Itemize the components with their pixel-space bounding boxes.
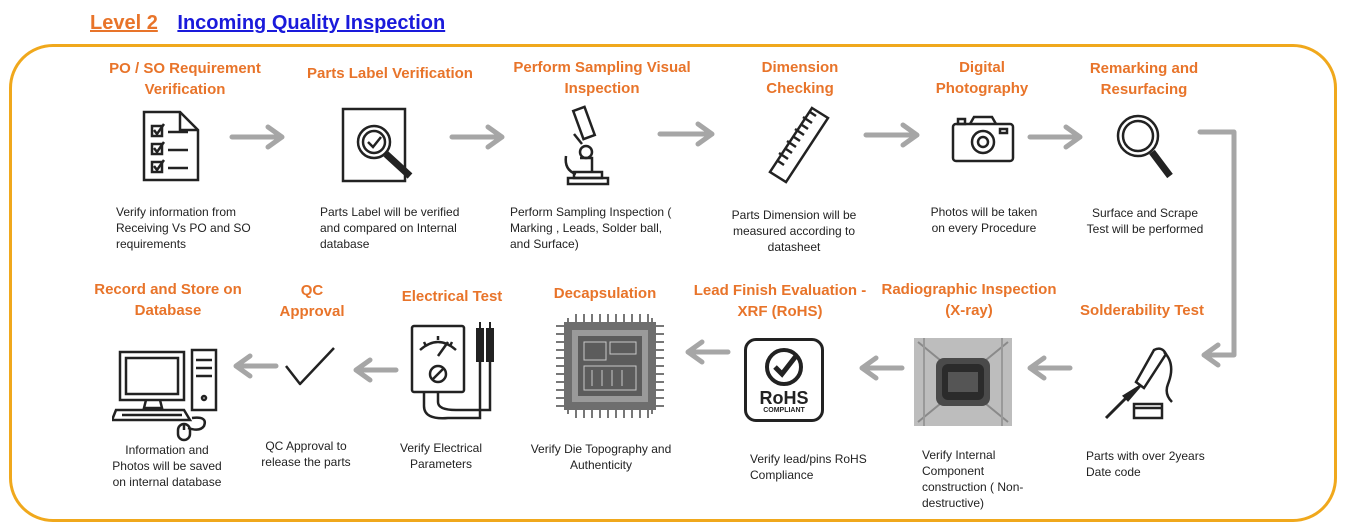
step-desc-po-so-verification: Verify information from Receiving Vs PO … <box>116 205 251 251</box>
step-title-dimension-checking: Dimension Checking <box>761 59 839 97</box>
step-desc-dimension-checking: Parts Dimension will be measured accordi… <box>731 208 857 254</box>
step-title-po-so-verification: PO / SO Requirement Verification <box>109 60 261 98</box>
step-title-remarking-resurfacing: Remarking and Resurfacing <box>1089 60 1199 98</box>
level-label: Level 2 <box>90 12 158 34</box>
step-title-electrical-test: Electrical Test <box>401 288 503 305</box>
flow-arrow <box>657 121 715 147</box>
step-desc-electrical-test: Verify Electrical Parameters <box>399 441 483 471</box>
magnifier-icon <box>1116 114 1173 179</box>
checkmark-icon <box>285 347 335 386</box>
step-desc-decapsulation: Verify Die Topography and Authenticity <box>530 442 672 472</box>
ruler-icon <box>768 106 830 184</box>
camera-icon <box>951 115 1015 163</box>
step-desc-record-store: Information and Photos will be saved on … <box>112 443 222 489</box>
checklist-icon <box>142 110 200 182</box>
flow-arrow <box>353 357 399 383</box>
rohs-label: RoHS <box>759 388 809 408</box>
step-desc-sampling-visual: Perform Sampling Inspection ( Marking , … <box>510 205 672 251</box>
label-magnifier-icon <box>341 107 413 183</box>
computer-icon <box>112 348 218 442</box>
step-title-sampling-visual: Perform Sampling Visual Inspection <box>513 59 691 97</box>
step-title-record-store: Record and Store on Database <box>94 281 242 319</box>
flow-arrow <box>233 353 279 379</box>
flow-arrow <box>1197 129 1237 368</box>
step-desc-lead-finish: Verify lead/pins RoHS Compliance <box>750 452 867 482</box>
step-desc-qc-approval: QC Approval to release the parts <box>261 439 351 469</box>
rohs-badge-icon: RoHS COMPLIANT <box>744 338 824 422</box>
step-title-radiographic: Radiographic Inspection (X-ray) <box>881 281 1057 319</box>
page-title: Incoming Quality Inspection <box>177 12 446 34</box>
soldering-iron-icon <box>1104 347 1173 420</box>
check-circle-icon <box>765 348 803 386</box>
page-header: Level 2 Incoming Quality Inspection <box>90 12 445 35</box>
compliant-label: COMPLIANT <box>763 407 805 414</box>
flow-arrow <box>1027 355 1073 381</box>
flow-arrow <box>859 355 905 381</box>
flow-arrow <box>863 122 920 148</box>
step-title-decapsulation: Decapsulation <box>553 285 657 302</box>
step-title-parts-label: Parts Label Verification <box>307 65 473 82</box>
flow-arrow <box>229 124 285 150</box>
step-desc-solderability: Parts with over 2years Date code <box>1086 449 1205 479</box>
xray-chip-icon <box>914 338 1012 426</box>
step-desc-radiographic: Verify Internal Component construction (… <box>922 448 1024 510</box>
step-title-qc-approval: QC Approval <box>279 282 345 320</box>
flow-arrow <box>449 124 505 150</box>
step-desc-remarking-resurfacing: Surface and Scrape Test will be performe… <box>1086 206 1204 236</box>
multimeter-icon <box>410 322 494 420</box>
flow-arrow <box>685 339 731 365</box>
step-title-solderability: Solderability Test <box>1080 302 1204 319</box>
step-desc-digital-photography: Photos will be taken on every Procedure <box>930 205 1038 235</box>
decapsulated-chip-icon <box>556 314 664 418</box>
step-title-lead-finish: Lead Finish Evaluation - XRF (RoHS) <box>693 282 867 320</box>
step-title-digital-photography: Digital Photography <box>935 59 1029 97</box>
microscope-icon <box>564 105 610 186</box>
step-desc-parts-label: Parts Label will be verified and compare… <box>320 205 460 251</box>
process-frame <box>9 44 1337 522</box>
flow-arrow <box>1027 124 1083 150</box>
